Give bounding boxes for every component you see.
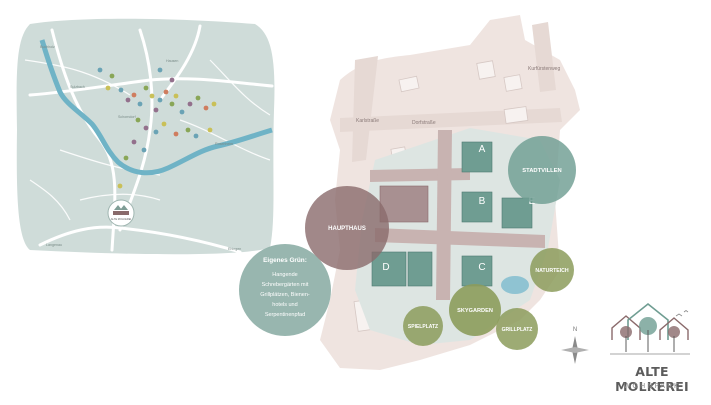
overview-map-background <box>16 18 275 255</box>
skygarden-circle[interactable] <box>449 284 501 336</box>
compass-label: N <box>573 327 577 333</box>
grillplatz-label: GRILLPLATZ <box>502 327 533 333</box>
highlight-circles: STADTVILLEN HAUPTHAUS Eigenes Grün: Hang… <box>239 136 576 350</box>
building-letter-a: A <box>479 144 486 155</box>
town-label: Buchholz <box>40 45 55 49</box>
site-buildings <box>371 141 533 287</box>
grillplatz-circle[interactable] <box>496 308 538 350</box>
town-label: Rosenheim <box>215 142 233 146</box>
info-heading: Eigenes Grün: <box>263 257 307 264</box>
pond <box>501 276 529 294</box>
town-label: Ehingen <box>228 247 241 251</box>
naturteich-label: NATURTEICH <box>535 268 569 274</box>
street-label: Dorfstraße <box>412 120 436 126</box>
internal-roads <box>370 130 545 300</box>
street-labels: Karlstraße Dorfstraße Kurfürstenweg <box>356 66 560 126</box>
street-label: Karlstraße <box>356 118 379 124</box>
overview-town-labels: Sulzbach Schorndorf Hausen Rosenheim Buc… <box>40 45 241 251</box>
town-label: Sulzbach <box>70 85 85 89</box>
haupthaus-label: HAUPTHAUS <box>328 226 366 232</box>
poi-pins <box>97 67 217 189</box>
stadtvillen-label: STADTVILLEN <box>522 168 562 174</box>
location-badge[interactable]: ALTE MOLKEREI <box>107 199 135 227</box>
spielplatz-label: SPIELPLATZ <box>408 324 438 330</box>
building-letter-c: C <box>478 262 485 273</box>
spielplatz-circle[interactable] <box>403 306 443 346</box>
skygarden-label: SKYGARDEN <box>457 308 493 314</box>
river <box>39 39 273 176</box>
naturteich-circle[interactable] <box>530 248 574 292</box>
overview-map: Sulzbach Schorndorf Hausen Rosenheim Buc… <box>16 18 275 255</box>
badge-text: ALTE MOLKEREI <box>111 217 132 221</box>
compass-cross <box>561 347 589 353</box>
street-label: Kurfürstenweg <box>528 66 560 72</box>
info-line: Grillplätzen, Bienen- <box>260 292 310 298</box>
info-line: Schrebergärten mit <box>262 282 309 288</box>
info-line: Serpentinenpfad <box>265 312 305 318</box>
logo-subtitle: WOHNPARK <box>623 382 681 390</box>
info-line: hotels und <box>272 302 297 308</box>
logo-graphic <box>610 302 690 355</box>
stadtvillen-circle[interactable] <box>508 136 576 204</box>
info-line: Hangende <box>272 272 297 278</box>
town-label: Langenau <box>46 243 62 247</box>
logo-title: ALTE MOLKEREI <box>615 364 689 394</box>
haupthaus-circle[interactable] <box>305 186 389 270</box>
building-letter-d: D <box>382 262 389 273</box>
town-label: Schorndorf <box>118 115 136 119</box>
site-plan: A B C D E Karlstraße Dorfstraße Kurfürst… <box>320 15 580 370</box>
building-letter-b: B <box>479 196 486 207</box>
town-label: Hausen <box>166 59 178 63</box>
compass: N <box>561 327 589 364</box>
info-bubble <box>239 244 331 336</box>
